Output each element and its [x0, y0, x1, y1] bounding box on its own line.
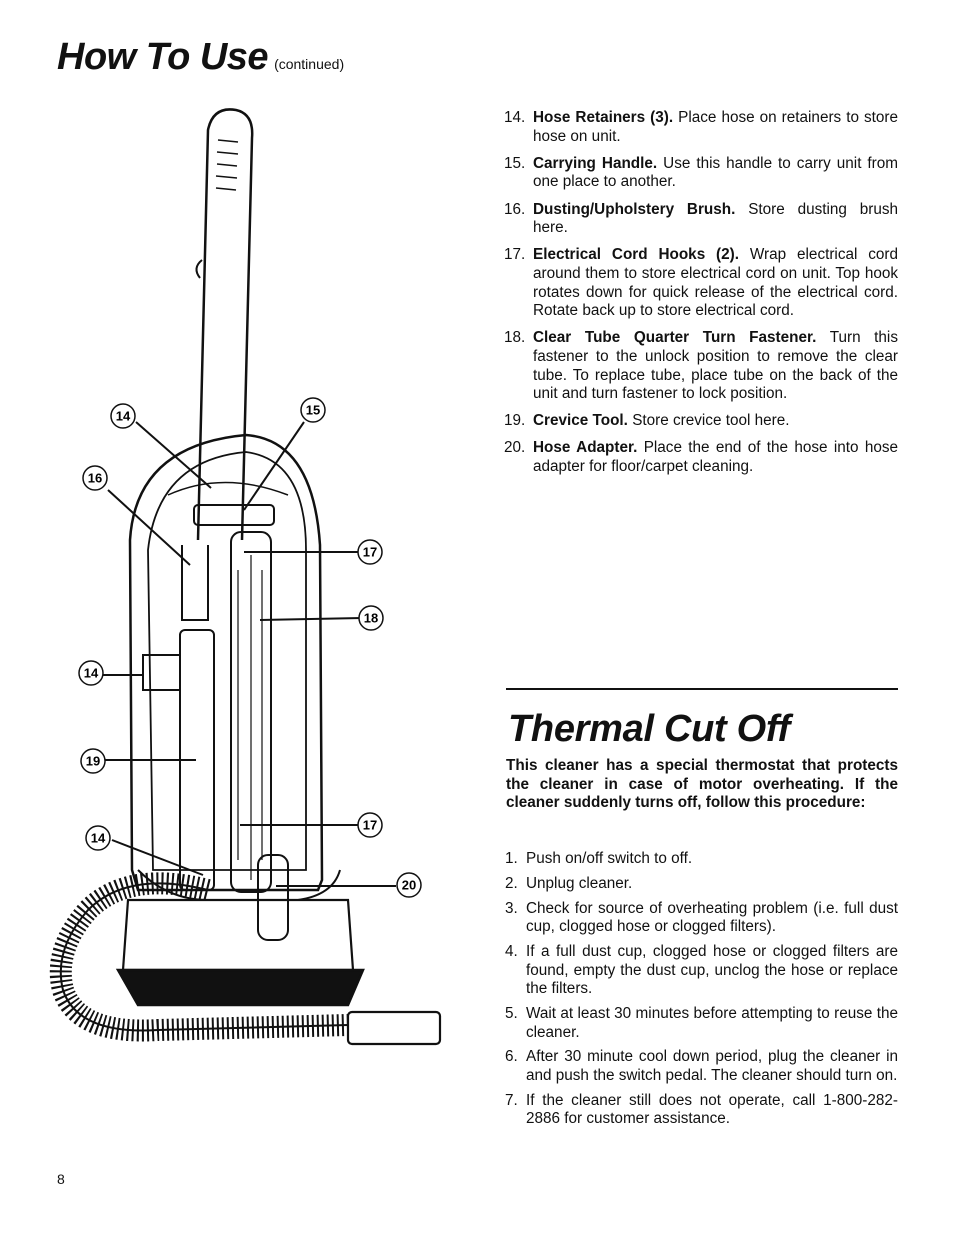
- vacuum-body-drawing: [115, 433, 365, 1007]
- list-item: 20. Hose Adapter. Place the end of the ho…: [504, 439, 898, 476]
- item-number: 18.: [504, 329, 526, 347]
- item-term: Electrical Cord Hooks (2).: [533, 246, 740, 264]
- callout-19: 19: [80, 748, 106, 774]
- item-term: Dusting/Upholstery Brush.: [533, 200, 736, 218]
- item-term: Hose Retainers (3).: [533, 109, 674, 126]
- svg-text:15: 15: [306, 403, 320, 418]
- step-text: After 30 minute cool down period, plug t…: [526, 1048, 898, 1084]
- item-number: 17.: [504, 246, 526, 264]
- list-item: 15. Carrying Handle. Use this handle to c…: [504, 155, 898, 192]
- callout-17: 17: [357, 539, 383, 565]
- callout-14: 14: [78, 660, 104, 686]
- hose-drawing: [49, 872, 442, 1046]
- list-item: 1. Push on/off switch to off.: [505, 850, 898, 869]
- item-number: 14.: [504, 109, 526, 126]
- section-divider: [506, 688, 898, 690]
- svg-text:14: 14: [116, 409, 131, 424]
- item-text: Turn this fastener to the unlock positio…: [533, 329, 898, 403]
- list-item: 3. Check for source of overheating proble…: [505, 900, 898, 937]
- procedure-steps: 1. Push on/off switch to off. 2. Unplug cl…: [505, 850, 898, 1135]
- step-number: 1.: [505, 850, 518, 867]
- svg-text:16: 16: [88, 471, 102, 486]
- item-term: Crevice Tool.: [533, 412, 628, 430]
- item-text: Store crevice tool here.: [632, 412, 790, 430]
- step-text: Push on/off switch to off.: [526, 850, 693, 867]
- list-item: 6. After 30 minute cool down period, plug…: [505, 1048, 898, 1085]
- svg-text:19: 19: [86, 754, 100, 769]
- item-number: 20.: [504, 439, 526, 457]
- svg-text:17: 17: [363, 818, 377, 833]
- list-item: 18. Clear Tube Quarter Turn Fastener. Tur…: [504, 329, 898, 403]
- item-text: Place hose on retainers to store hose on…: [533, 109, 899, 145]
- section-intro: This cleaner has a special thermostat th…: [506, 757, 898, 812]
- vacuum-illustration: 14 15 16 17 18 14 19 17 14 20: [49, 108, 442, 1046]
- step-number: 6.: [505, 1048, 518, 1066]
- item-number: 16.: [504, 200, 526, 218]
- callout-labels: 14 15 16 17 18 14 19 17 14 20: [78, 397, 422, 898]
- list-item: 2. Unplug cleaner.: [505, 875, 898, 894]
- list-item: 17. Electrical Cord Hooks (2). Wrap elect…: [504, 246, 898, 320]
- step-number: 3.: [505, 899, 518, 917]
- item-text: Use this handle to carry unit from one p…: [533, 154, 899, 191]
- svg-text:14: 14: [84, 666, 99, 681]
- list-item: 14. Hose Retainers (3). Place hose on ret…: [504, 109, 898, 146]
- step-text: Unplug cleaner.: [526, 874, 633, 892]
- step-number: 5.: [505, 1004, 518, 1022]
- item-text: Place the end of the hose into hose adap…: [533, 439, 899, 476]
- item-text: Wrap electrical cord around them to stor…: [533, 246, 899, 320]
- svg-text:17: 17: [363, 545, 377, 560]
- step-text: If the cleaner still does not operate, c…: [526, 1091, 898, 1128]
- section-title: Thermal Cut Off: [508, 708, 790, 750]
- svg-text:14: 14: [91, 831, 106, 846]
- step-text: Check for source of overheating problem …: [526, 899, 898, 936]
- item-term: Clear Tube Quarter Turn Fastener.: [533, 329, 817, 347]
- item-number: 19.: [504, 412, 526, 430]
- callout-20: 20: [396, 872, 422, 898]
- step-number: 4.: [505, 942, 518, 960]
- item-number: 15.: [504, 154, 526, 172]
- list-item: 4. If a full dust cup, clogged hose or cl…: [505, 943, 898, 999]
- callout-18: 18: [358, 605, 384, 631]
- step-number: 2.: [505, 874, 518, 892]
- svg-text:20: 20: [402, 878, 416, 893]
- vacuum-diagram: 14 15 16 17 18 14 19 17 14 20: [48, 100, 448, 1090]
- list-item: 7. If the cleaner still does not operate,…: [505, 1092, 898, 1129]
- item-text: Store dusting brush here.: [533, 200, 898, 237]
- parts-list: 14. Hose Retainers (3). Place hose on ret…: [504, 109, 898, 485]
- callout-14: 14: [110, 403, 136, 429]
- step-text: Wait at least 30 minutes before attempti…: [526, 1004, 898, 1041]
- page-title: How To Use (continued): [57, 38, 344, 76]
- item-term: Hose Adapter.: [533, 439, 638, 457]
- callout-leaders: [94, 421, 396, 887]
- callout-14: 14: [85, 825, 111, 851]
- list-item: 16. Dusting/Upholstery Brush. Store dusti…: [504, 201, 898, 238]
- callout-16: 16: [82, 465, 108, 491]
- list-item: 5. Wait at least 30 minutes before attemp…: [505, 1005, 898, 1042]
- carrying-handle-drawing: [195, 108, 254, 541]
- item-term: Carrying Handle.: [533, 154, 658, 172]
- list-item: 19. Crevice Tool. Store crevice tool here…: [504, 412, 898, 431]
- title-continued: (continued): [274, 56, 345, 72]
- svg-text:18: 18: [364, 611, 378, 626]
- callout-17: 17: [357, 812, 383, 838]
- callout-15: 15: [300, 397, 326, 423]
- page-number: 8: [57, 1171, 65, 1187]
- step-text: If a full dust cup, clogged hose or clog…: [526, 942, 898, 998]
- step-number: 7.: [505, 1091, 518, 1109]
- title-text: How To Use: [57, 36, 269, 78]
